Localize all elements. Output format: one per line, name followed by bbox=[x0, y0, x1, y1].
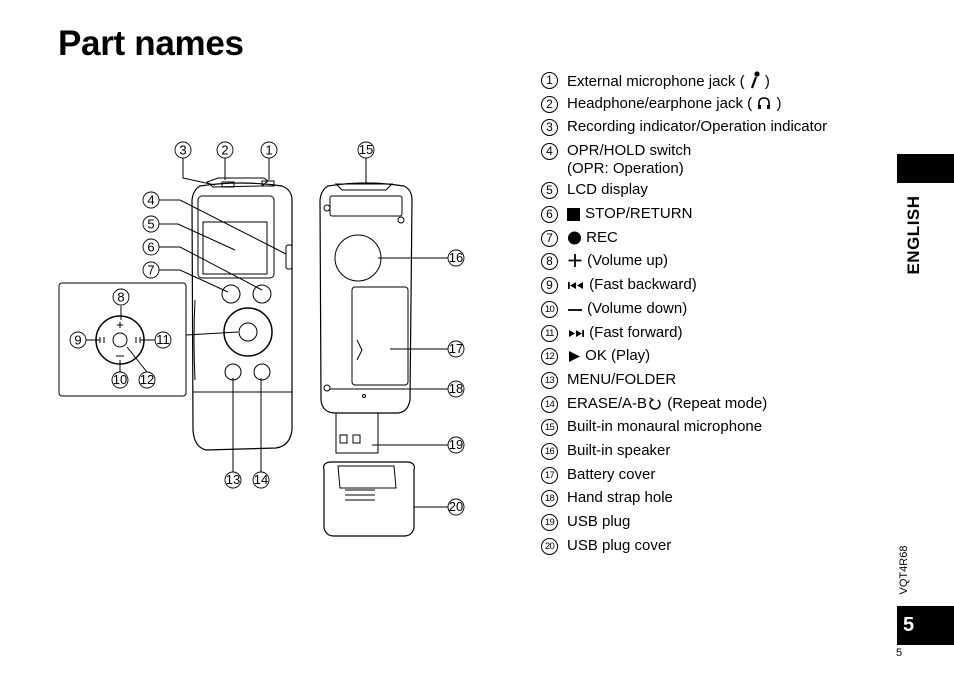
callout-label: 12 bbox=[140, 372, 154, 387]
part-number: 6 bbox=[541, 206, 558, 223]
part-label: (Fast backward) bbox=[589, 276, 697, 293]
part-label: (Fast forward) bbox=[589, 324, 683, 341]
part-number: 1 bbox=[541, 72, 558, 89]
part-number: 16 bbox=[541, 443, 558, 460]
part-label: (Volume up) bbox=[587, 252, 669, 269]
part-label: ERASE/A-B bbox=[567, 395, 648, 412]
page-number: 5 bbox=[903, 614, 915, 636]
callout-label: 8 bbox=[117, 290, 124, 305]
part-number: 18 bbox=[541, 490, 558, 507]
part-number: 4 bbox=[541, 143, 558, 160]
part-number: 19 bbox=[541, 514, 558, 531]
callout-label: 3 bbox=[179, 143, 186, 158]
part-number: 12 bbox=[541, 348, 558, 365]
callout-label: 10 bbox=[113, 372, 127, 387]
part-label-suffix: ) bbox=[764, 73, 770, 90]
callout-label: 20 bbox=[449, 499, 463, 514]
part-label: OPR/HOLD switch bbox=[567, 142, 692, 159]
callouts: 3 2 1 15 4 5 6 7 8 9 11 10 12 13 14 16 1… bbox=[69, 141, 465, 516]
part-number: 5 bbox=[541, 182, 558, 199]
part-label: Built-in speaker bbox=[567, 442, 671, 459]
headphone-icon bbox=[758, 97, 771, 109]
part-number: 8 bbox=[541, 253, 558, 270]
part-label: Battery cover bbox=[567, 466, 656, 483]
part-number: 15 bbox=[541, 419, 558, 436]
part-number: 14 bbox=[541, 396, 558, 413]
page-footer-number: 5 bbox=[896, 647, 903, 659]
callout-label: 5 bbox=[147, 217, 154, 232]
part-label: External microphone jack ( bbox=[567, 73, 745, 90]
part-label: (Volume down) bbox=[587, 300, 688, 317]
callout-label: 7 bbox=[147, 263, 154, 278]
fast-forward-icon bbox=[569, 330, 584, 337]
part-label: USB plug cover bbox=[567, 537, 672, 554]
part-label: Headphone/earphone jack ( bbox=[567, 95, 753, 112]
part-label: LCD display bbox=[567, 181, 648, 198]
page-number-box: 5 bbox=[897, 606, 954, 645]
part-label: Hand strap hole bbox=[567, 489, 673, 506]
callout-label: 4 bbox=[147, 193, 154, 208]
part-label: Built-in monaural microphone bbox=[567, 418, 763, 435]
part-number: 10 bbox=[541, 301, 558, 318]
part-label: REC bbox=[586, 229, 618, 246]
callout-label: 19 bbox=[449, 437, 463, 452]
callout-label: 15 bbox=[359, 142, 373, 157]
part-label: USB plug bbox=[567, 513, 631, 530]
recorder-back-view bbox=[319, 182, 415, 537]
callout-label: 1 bbox=[265, 143, 272, 158]
part-number: 11 bbox=[541, 325, 558, 342]
part-label: Recording indicator/Operation indicator bbox=[567, 118, 828, 135]
document-code: VQT4R68 bbox=[898, 545, 910, 595]
part-number: 20 bbox=[541, 538, 558, 555]
part-sublabel: (OPR: Operation) bbox=[567, 160, 684, 177]
callout-label: 14 bbox=[254, 472, 268, 487]
minus-icon bbox=[568, 309, 582, 311]
callout-label: 16 bbox=[449, 250, 463, 265]
callout-label: 11 bbox=[156, 332, 170, 347]
stop-square-icon bbox=[567, 208, 580, 221]
leader-lines bbox=[86, 158, 448, 508]
record-circle-icon bbox=[568, 231, 581, 245]
recorder-front-view bbox=[191, 177, 293, 451]
plus-icon bbox=[568, 254, 582, 267]
part-label: OK (Play) bbox=[585, 347, 651, 364]
callout-label: 18 bbox=[449, 381, 463, 396]
part-number: 13 bbox=[541, 372, 558, 389]
part-label-suffix: (Repeat mode) bbox=[667, 395, 768, 412]
callout-label: 9 bbox=[74, 333, 81, 348]
part-number: 9 bbox=[541, 277, 558, 294]
callout-label: 2 bbox=[221, 143, 228, 158]
part-number: 7 bbox=[541, 230, 558, 247]
language-tab-marker bbox=[897, 154, 954, 183]
part-label: STOP/RETURN bbox=[585, 205, 693, 222]
part-number: 3 bbox=[541, 119, 558, 136]
page-title: Part names bbox=[58, 24, 244, 63]
fast-backward-icon bbox=[568, 282, 583, 289]
part-label-suffix: ) bbox=[776, 95, 782, 112]
callout-label: 13 bbox=[226, 472, 240, 487]
language-tab-label: ENGLISH bbox=[904, 195, 923, 275]
repeat-icon bbox=[649, 397, 661, 410]
callout-label: 17 bbox=[449, 341, 463, 356]
play-triangle-icon bbox=[569, 351, 580, 362]
part-number: 2 bbox=[541, 96, 558, 113]
part-label: MENU/FOLDER bbox=[567, 371, 677, 388]
microphone-icon bbox=[750, 71, 760, 89]
part-number: 17 bbox=[541, 467, 558, 484]
callout-label: 6 bbox=[147, 240, 154, 255]
